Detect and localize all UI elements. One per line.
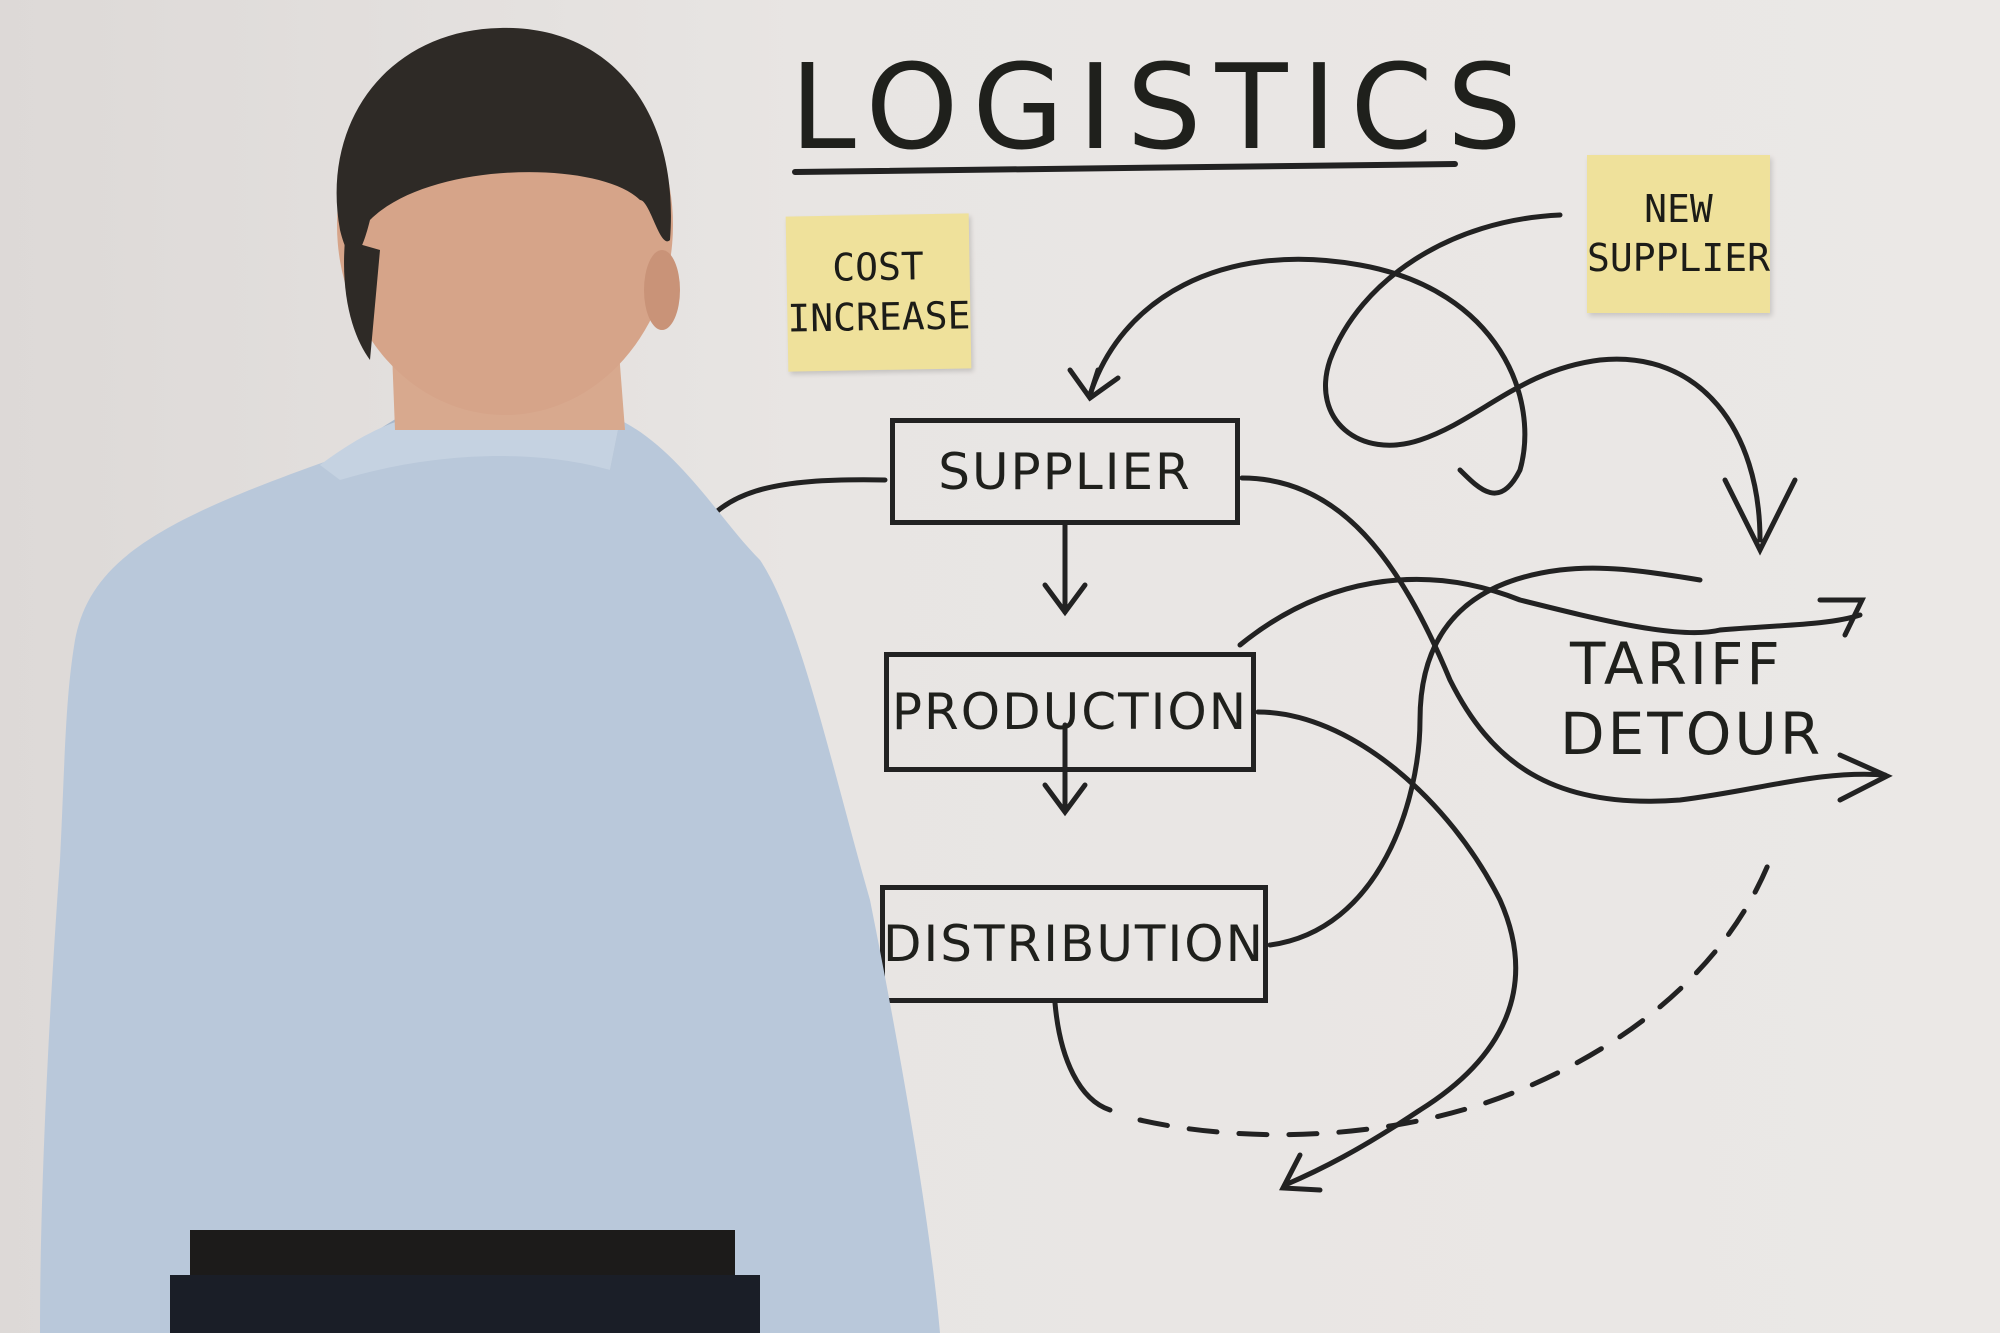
box-label: SUPPLIER [938, 442, 1192, 501]
sticky-line-1: NEW [1644, 186, 1713, 231]
flow-box-production: PRODUCTION [884, 652, 1256, 772]
tariff-line-2: DETOUR [1560, 699, 1824, 768]
board-title: LOGISTICS [790, 38, 1536, 176]
box-label: DISTRIBUTION [883, 915, 1265, 973]
flow-box-supplier: SUPPLIER [890, 418, 1240, 525]
sticky-line-2: SUPPLIER [1586, 236, 1771, 280]
tariff-line-1: TARIFF [1570, 630, 1783, 698]
tariff-detour-label: TARIFF DETOUR [1560, 630, 1823, 769]
box-label: PRODUCTION [891, 683, 1249, 741]
sticky-note-new-supplier: NEW SUPPLIER [1587, 155, 1770, 313]
flow-box-distribution: DISTRIBUTION [880, 885, 1268, 1003]
